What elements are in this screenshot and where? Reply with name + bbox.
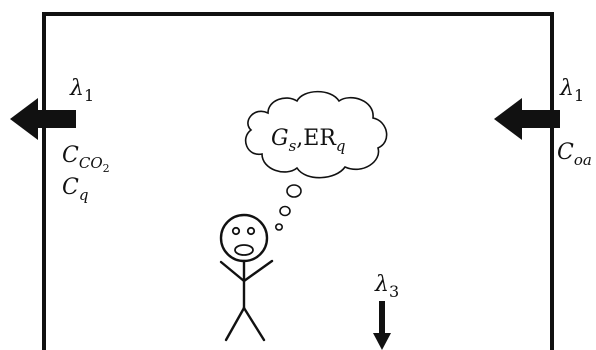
thought-bubble-dot-medium (279, 205, 291, 217)
thought-bubble-dot-small (274, 223, 283, 231)
stick-figure-eye-left (231, 226, 241, 236)
thought-bubble-icon (244, 90, 388, 231)
thought-bubble-dot-large (286, 184, 302, 198)
stick-figure-eye-right (246, 226, 256, 236)
right-lambda-label: λ1 (559, 76, 584, 105)
thought-bubble-text: Gs,ERq (271, 126, 346, 155)
right-coa-label: Coa (557, 140, 592, 169)
bottom-down-arrow-icon (373, 301, 391, 350)
bottom-lambda-label: λ3 (374, 272, 399, 301)
left-co2-label: CCO2 (62, 143, 110, 175)
left-outflow-arrow-icon (10, 98, 76, 140)
left-lambda-label: λ1 (69, 76, 94, 105)
left-cq-label: Cq (62, 175, 88, 204)
stick-figure-mouth (234, 244, 254, 256)
room-boundary (42, 12, 554, 350)
right-inflow-arrow-icon (494, 98, 560, 140)
stick-figure-icon (219, 213, 274, 342)
